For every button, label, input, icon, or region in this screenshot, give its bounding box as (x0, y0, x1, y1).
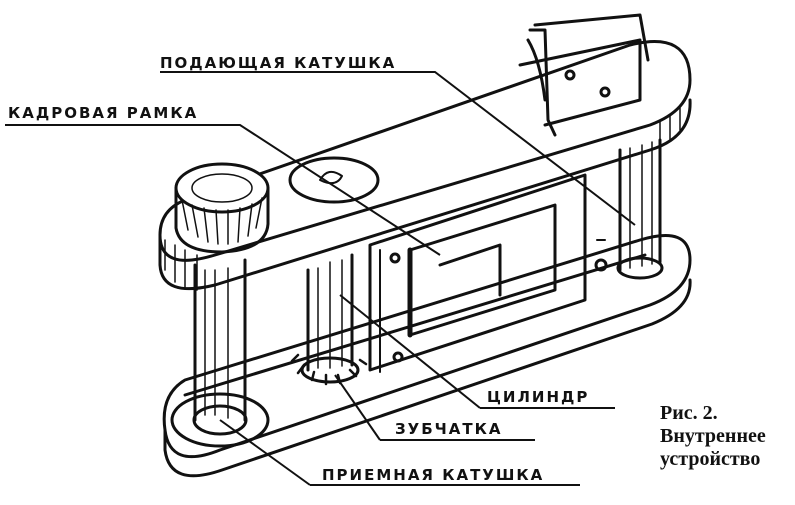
label-frame: КАДРОВАЯ РАМКА (8, 104, 199, 122)
label-takeup-spool: ПРИЕМНАЯ КАТУШКА (322, 466, 545, 484)
label-feed-spool: ПОДАЮЩАЯ КАТУШКА (160, 54, 397, 72)
top-plate (158, 40, 692, 291)
wire-clip (518, 13, 650, 137)
figure-caption-line2: Внутреннее (660, 425, 766, 447)
knob (174, 162, 270, 254)
label-cylinder: ЦИЛИНДР (487, 388, 590, 406)
side-screw (594, 239, 608, 272)
bottom-plate (162, 234, 692, 478)
middle-column (290, 253, 368, 386)
frame-box (368, 173, 587, 373)
label-sprocket: ЗУБЧАТКА (395, 420, 503, 438)
right-column (616, 138, 664, 280)
left-column (170, 258, 270, 448)
figure-caption-line1: Рис. 2. (660, 402, 718, 424)
figure-caption-line3: устройство (660, 448, 761, 470)
leader-lines (5, 71, 636, 486)
